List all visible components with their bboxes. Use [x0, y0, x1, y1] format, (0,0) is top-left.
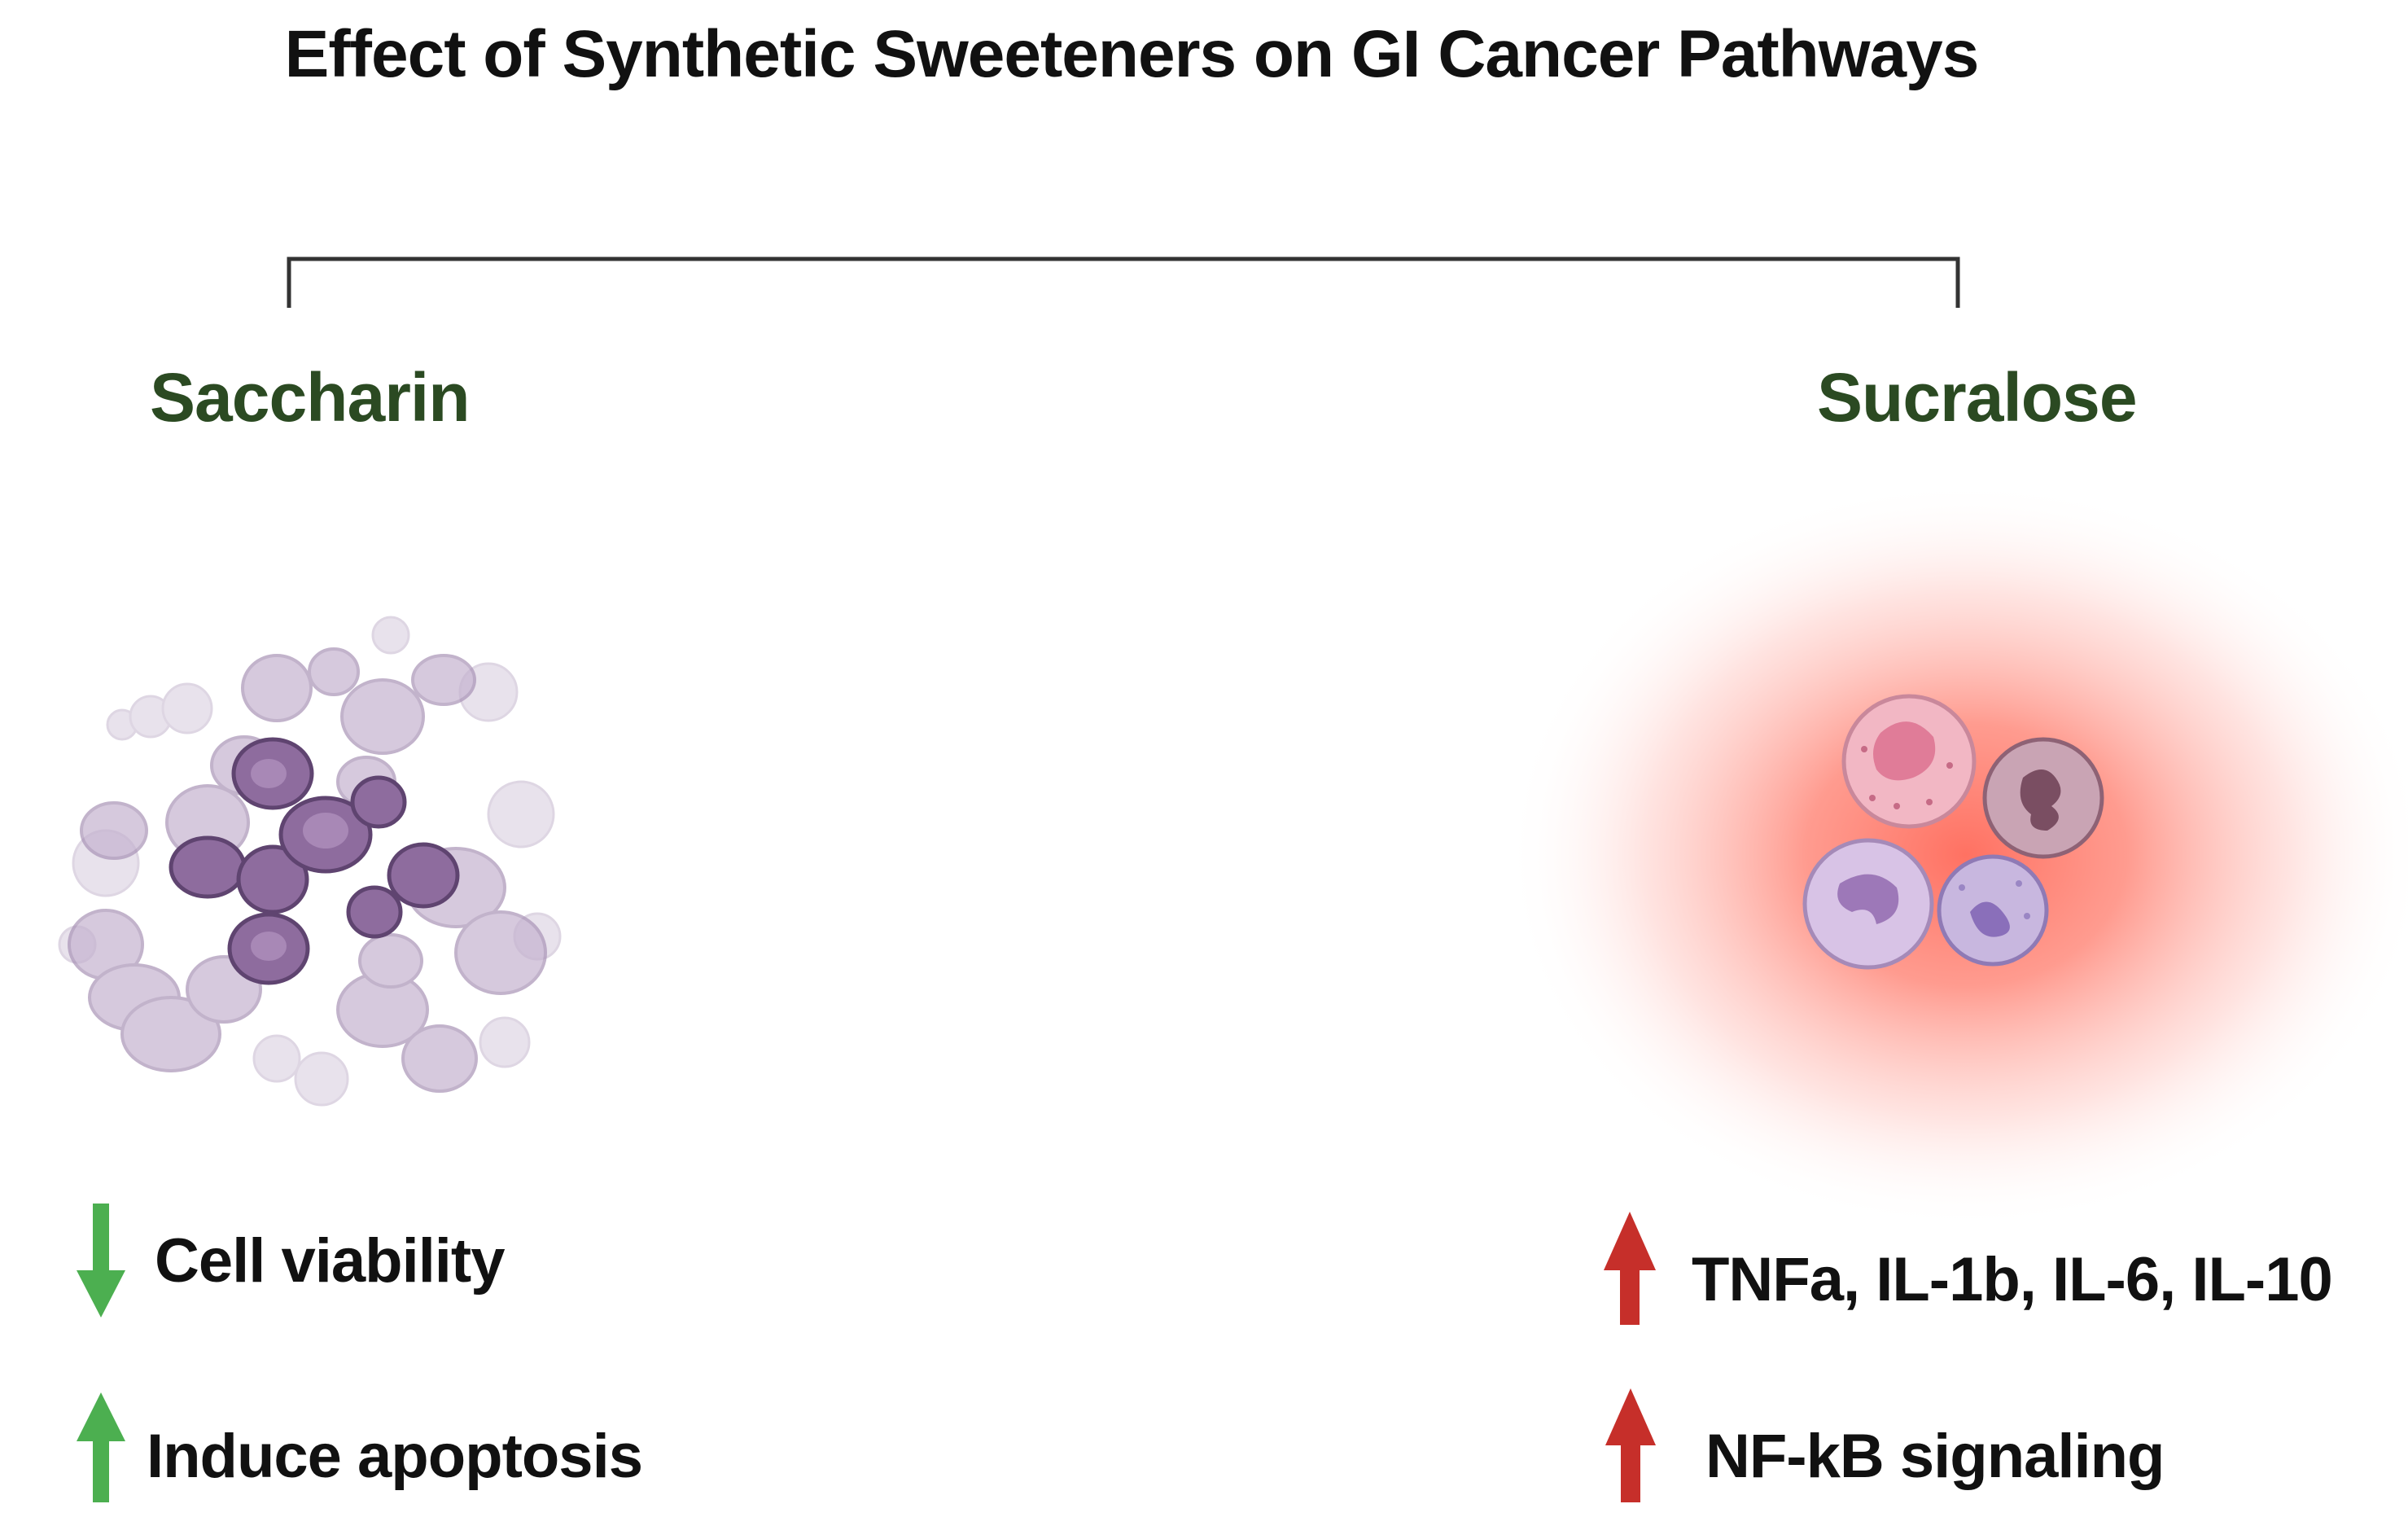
immune-cell-icon [1802, 838, 1934, 970]
down-arrow-icon [77, 1204, 125, 1318]
page-title: Effect of Synthetic Sweeteners on GI Can… [284, 17, 1980, 91]
immune-cell-icon [1982, 737, 2104, 859]
immune-cell-icon [1841, 694, 1977, 829]
effect-cytokines: TNFa, IL-1b, IL-6, IL-10 [1692, 1245, 2333, 1314]
effect-induce-apoptosis: Induce apoptosis [147, 1422, 643, 1491]
effect-nfkb-signaling: NF-kB signaling [1705, 1422, 2165, 1491]
up-arrow-icon [1605, 1388, 1656, 1502]
saccharin-heading: Saccharin [150, 359, 471, 436]
up-arrow-icon [1604, 1212, 1656, 1325]
effect-cell-viability: Cell viability [155, 1226, 505, 1296]
immune-cell-icon [1937, 854, 2049, 967]
inflammation-glow [1506, 480, 2408, 1230]
sucralose-heading: Sucralose [1817, 359, 2138, 436]
up-arrow-icon [77, 1392, 125, 1502]
